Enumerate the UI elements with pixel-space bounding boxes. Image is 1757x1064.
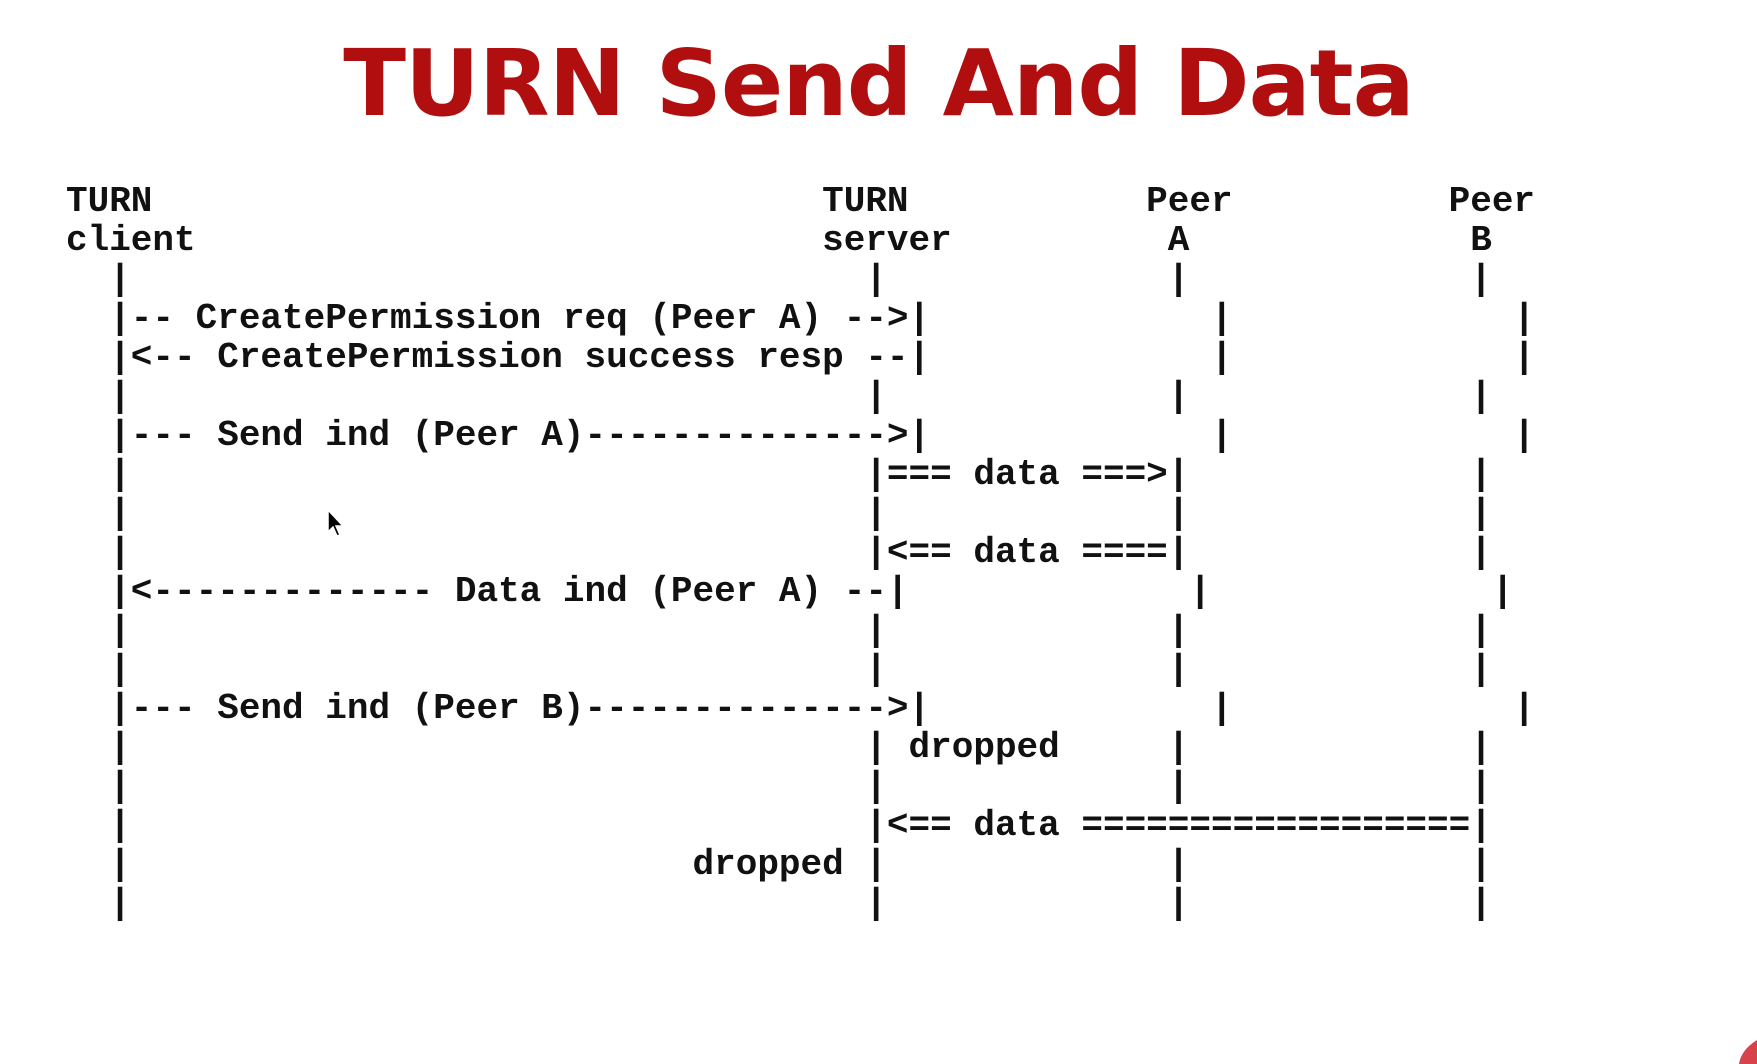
lifeline-row: | | | | xyxy=(66,259,1492,300)
message-line: | |<== data ====| | xyxy=(66,532,1492,573)
lifeline-row: | | | | xyxy=(66,883,1492,924)
message-line: |-- CreatePermission req (Peer A) -->| |… xyxy=(66,298,1536,339)
lifeline-row: | | | | xyxy=(66,649,1492,690)
message-line: | dropped | | | xyxy=(66,844,1492,885)
lifeline-row: | | | | xyxy=(66,766,1492,807)
message-line: | |=== data ===>| | xyxy=(66,454,1492,495)
message-line: |--- Send ind (Peer A)-------------->| |… xyxy=(66,415,1536,456)
lifeline-row: | | | | xyxy=(66,493,1492,534)
message-line: |--- Send ind (Peer B)-------------->| |… xyxy=(66,688,1536,729)
participant-names-line: TURN TURN Peer Peer xyxy=(66,181,1536,222)
lifeline-row: | | | | xyxy=(66,610,1492,651)
message-line: | |<== data ==================| xyxy=(66,805,1492,846)
message-line: |<------------- Data ind (Peer A) --| | … xyxy=(66,571,1514,612)
mouse-pointer-icon xyxy=(327,508,345,537)
message-line: | | dropped | | xyxy=(66,727,1492,768)
page-title: TURN Send And Data xyxy=(343,30,1414,137)
participant-names-line: client server A B xyxy=(66,220,1492,261)
message-line: |<-- CreatePermission success resp --| |… xyxy=(66,337,1536,378)
corner-decoration-icon xyxy=(1739,1040,1757,1064)
sequence-diagram: TURN TURN Peer Peer client server A B | … xyxy=(0,180,1757,1064)
lifeline-row: | | | | xyxy=(66,376,1492,417)
